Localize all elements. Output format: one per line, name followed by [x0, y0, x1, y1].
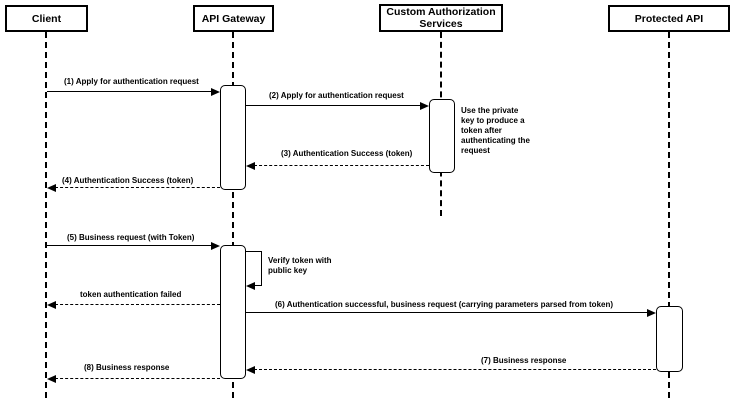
arrowhead-8-business-response: [47, 374, 56, 383]
lifeline-client: [45, 32, 47, 398]
message-label-6-business-request: (6) Authentication successful, business …: [275, 300, 614, 309]
self-message-right-verify-token: [260, 251, 262, 285]
message-line-8-business-response: [55, 378, 220, 379]
arrowhead-6-business-request: [647, 308, 656, 317]
message-label-4-authentication-success: (4) Authentication Success (token): [62, 176, 194, 185]
arrowhead-3-authentication-success: [246, 161, 255, 170]
arrowhead-4-authentication-success: [47, 183, 56, 192]
activation-gateway-authentication: [220, 85, 246, 190]
arrowhead-1-apply-authentication: [211, 87, 220, 96]
lifeline-api-gateway: [232, 32, 234, 398]
message-label-3-authentication-success: (3) Authentication Success (token): [281, 149, 413, 158]
activation-authorization-services: [429, 99, 455, 173]
note-private-key-note: Use the private key to produce a token a…: [461, 106, 530, 155]
participant-custom-authorization-services: Custom Authorization Services: [379, 4, 503, 32]
arrowhead-token-authentication-failed: [47, 300, 56, 309]
participant-protected-api: Protected API: [608, 5, 730, 32]
message-label-2-apply-authentication: (2) Apply for authentication request: [269, 91, 404, 100]
message-label-5-business-request: (5) Business request (with Token): [67, 233, 195, 242]
self-message-top-verify-token: [246, 251, 262, 252]
arrowhead-verify-token: [246, 281, 255, 290]
arrowhead-5-business-request: [211, 241, 220, 250]
self-message-label-verify-token: Verify token with public key: [268, 256, 332, 275]
message-line-token-authentication-failed: [55, 304, 220, 305]
arrowhead-7-business-response: [246, 365, 255, 374]
message-line-1-apply-authentication: [47, 91, 212, 92]
participant-api-gateway: API Gateway: [193, 5, 274, 32]
message-line-4-authentication-success: [55, 187, 220, 188]
message-label-7-business-response: (7) Business response: [481, 356, 567, 365]
activation-protected-api-business: [656, 306, 683, 372]
message-line-2-apply-authentication: [246, 105, 421, 106]
participant-client: Client: [5, 5, 88, 32]
message-label-token-authentication-failed: token authentication failed: [80, 290, 182, 299]
message-label-8-business-response: (8) Business response: [84, 363, 170, 372]
arrowhead-2-apply-authentication: [420, 101, 429, 110]
message-line-5-business-request: [47, 245, 212, 246]
message-label-1-apply-authentication: (1) Apply for authentication request: [64, 77, 199, 86]
message-line-7-business-response: [254, 369, 656, 370]
activation-gateway-business: [220, 245, 246, 379]
message-line-3-authentication-success: [254, 165, 429, 166]
message-line-6-business-request: [246, 312, 648, 313]
lifeline-protected-api: [668, 32, 670, 398]
self-message-bottom-verify-token: [254, 285, 262, 286]
